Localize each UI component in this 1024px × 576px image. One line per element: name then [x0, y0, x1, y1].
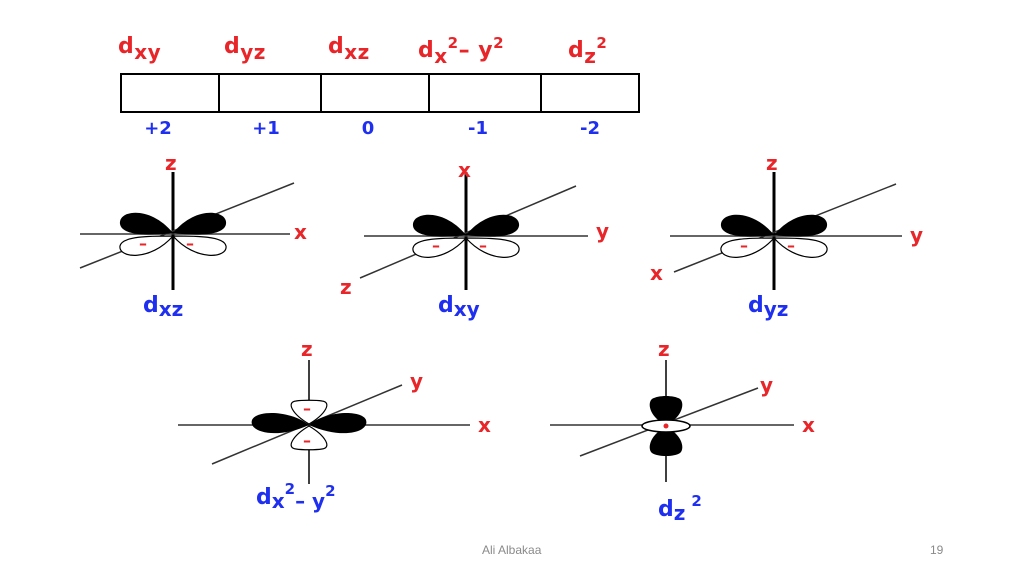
minus-sign: –: [139, 234, 147, 253]
lobe-negative: [290, 399, 328, 425]
axis-label-vertical: z: [766, 151, 778, 175]
orbital-label-dx2y2: dx2– y2: [256, 480, 336, 513]
minus-sign: –: [787, 236, 795, 255]
ml-value: -1: [468, 118, 488, 139]
axis-label-horizontal: x: [802, 413, 815, 437]
lobe-negative: [720, 237, 776, 258]
orbital-label-dyz: dyz: [748, 293, 788, 321]
minus-sign: –: [303, 431, 311, 450]
orbital-box: [430, 75, 542, 111]
minus-sign: –: [432, 236, 440, 255]
lobe-positive: [720, 214, 774, 237]
footer-page-number: 19: [930, 543, 944, 557]
header-orbital-dx2y2: dx2– y2: [418, 34, 505, 68]
axis-label-vertical: z: [658, 337, 670, 361]
lobe-negative: [464, 237, 520, 258]
header-orbital-dxy: dxy: [118, 34, 162, 64]
diagram-dyz: – – z y x dyz: [650, 151, 923, 321]
axis-label-horizontal: x: [294, 220, 307, 244]
lobe-positive: [309, 413, 367, 434]
axis-label-horizontal: y: [596, 219, 609, 243]
lobe-positive: [412, 214, 466, 237]
lobe-positive: [466, 214, 520, 237]
minus-sign: –: [479, 236, 487, 255]
orbital-box: [220, 75, 322, 111]
ml-value: -2: [580, 118, 600, 139]
axis-label-horizontal: x: [478, 413, 491, 437]
lobe-negative: [772, 237, 828, 258]
ml-value: +2: [144, 118, 172, 139]
lobe-negative: [119, 235, 175, 256]
lobe-positive: [649, 428, 683, 456]
header-orbital-dxz: dxz: [328, 34, 370, 64]
orbital-box-row: [120, 73, 640, 113]
axis-label-diagonal: y: [760, 373, 773, 397]
diagram-dx2y2: – – z x y dx2– y2: [178, 337, 491, 513]
lobe-positive: [774, 214, 828, 237]
header-orbital-dz2: dz2: [568, 34, 608, 68]
axis-label-diagonal: x: [650, 261, 663, 285]
orbital-label-dxz: dxz: [143, 293, 183, 321]
axis-label-vertical: z: [301, 337, 313, 361]
lobe-negative: [290, 425, 328, 451]
diagram-dxz: – – z x dxz: [79, 151, 307, 321]
minus-sign: –: [186, 234, 194, 253]
lobe-positive: [173, 212, 227, 235]
lobe-positive: [119, 212, 173, 235]
lobe-positive: [649, 396, 683, 424]
axis-label-diagonal: y: [410, 369, 423, 393]
axis-label-vertical: x: [458, 158, 471, 182]
axis-label-vertical: z: [165, 151, 177, 175]
orbital-box: [122, 75, 220, 111]
lobe-positive: [251, 413, 309, 434]
axis-label-horizontal: y: [910, 223, 923, 247]
axis-label-diagonal: z: [340, 275, 352, 299]
minus-sign: –: [740, 236, 748, 255]
ml-value: 0: [361, 118, 375, 139]
orbital-label-dxy: dxy: [438, 293, 480, 321]
diagram-dxy: – – x y z dxy: [340, 158, 609, 321]
footer-author: Ali Albakaa: [482, 543, 542, 557]
lobe-negative: [171, 235, 227, 256]
orbital-box: [322, 75, 430, 111]
minus-sign: –: [303, 399, 311, 418]
ml-value: +1: [252, 118, 280, 139]
header-orbital-dyz: dyz: [224, 34, 266, 64]
nucleus-dot: [663, 423, 669, 429]
lobe-negative: [412, 237, 468, 258]
